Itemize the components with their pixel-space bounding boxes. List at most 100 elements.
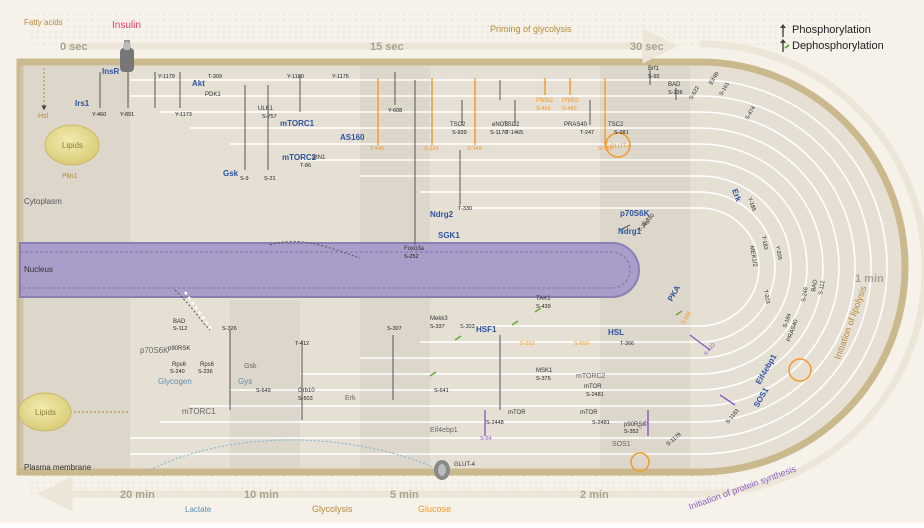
mtorc2-top-label: mTORC2 xyxy=(282,153,317,162)
phospho-arrow-icon xyxy=(778,23,788,37)
site-s1179: S-1179 xyxy=(665,432,682,448)
site-t366: T-366 xyxy=(620,341,634,347)
hsf1-label: HSF1 xyxy=(476,325,497,334)
site-s236: S-236 xyxy=(198,369,213,375)
site-s649: S-649 xyxy=(256,388,271,394)
site-t412: T-412 xyxy=(295,341,309,347)
tak1-label: TAK1 xyxy=(536,296,551,302)
site-y185: Y-185 xyxy=(746,197,756,212)
pdk1-label: PDK1 xyxy=(205,92,221,98)
rps6-b-label: Rps6 xyxy=(200,362,215,368)
pfkfb2-b-label: Pfkfb2 xyxy=(562,98,580,104)
glucose-label: Glucose xyxy=(418,504,451,514)
site-s1176: S-1176 xyxy=(490,130,507,136)
tsc2-b-label: TSC2 xyxy=(504,122,520,128)
lipid-droplet-top xyxy=(44,124,100,166)
label-cytoplasm: Cytoplasm xyxy=(24,197,62,206)
pka-label: PKA xyxy=(666,284,682,303)
sos1-right-label: SOS1 xyxy=(752,386,771,409)
legend-dephosphorylation: Dephosphorylation xyxy=(792,40,884,52)
site-s522: S-522 xyxy=(689,85,702,101)
site-s2481a: S-2481 xyxy=(586,392,604,398)
gsk-low-label: Gsk xyxy=(244,363,257,370)
p70s6k-low-label: p70S6K xyxy=(140,346,169,355)
site-s641: S-641 xyxy=(434,388,449,394)
site-y1175: Y-1175 xyxy=(332,74,349,80)
mtor-b-label: mTOR xyxy=(508,410,526,416)
mtorc2-low-label: mTORC2 xyxy=(576,373,606,380)
plin1-label: Plin1 xyxy=(62,173,78,180)
time-1min: 1 min xyxy=(855,273,884,285)
phase-glycolysis: Glycolysis xyxy=(312,504,353,514)
eif4ebp1-low-label: Eif4ebp1 xyxy=(430,427,458,434)
phase-priming-glycolysis: Priming of glycolysis xyxy=(490,24,572,34)
erk-right-label: Erk xyxy=(730,188,743,204)
site-t449: T-449 xyxy=(370,146,384,152)
glut4-membrane-label: GLUT-4 xyxy=(454,462,476,468)
insr-label: InsR xyxy=(102,67,120,76)
hsl-label: HSL xyxy=(608,328,624,337)
p90rsk-low-label: p90RSK xyxy=(168,346,190,352)
rps6-a-label: Rps6 xyxy=(172,362,187,368)
site-y460: Y-460 xyxy=(92,112,106,118)
lipid-droplet-bottom xyxy=(18,392,72,432)
site-s2448: S-2448 xyxy=(486,420,504,426)
site-s112: S-112 xyxy=(173,326,187,332)
time-30sec: 30 sec xyxy=(630,41,664,53)
site-s2481b: S-2481 xyxy=(592,420,610,426)
site-s184: S-184 xyxy=(782,313,793,329)
site-s348: S-348 xyxy=(467,146,482,152)
site-s565: S-565 xyxy=(681,310,694,326)
site-s324: S-324 xyxy=(424,146,439,152)
brf1-label: Brf1 xyxy=(648,66,660,72)
time-15sec: 15 sec xyxy=(370,41,404,53)
site-s337: S-337 xyxy=(430,324,445,330)
ulk1-label: ULK1 xyxy=(258,106,274,112)
site-s757: S-757 xyxy=(262,114,277,120)
site-s21: S-21 xyxy=(264,176,276,182)
site-s439: S-439 xyxy=(536,304,551,310)
foxo3a-label: Foxo3a xyxy=(404,246,425,252)
glut4-top-label: GLUT-4 xyxy=(610,144,632,150)
as160-label: AS160 xyxy=(340,133,365,142)
erk-low-label: Erk xyxy=(345,395,356,402)
time-0sec: 0 sec xyxy=(60,41,88,53)
site-s92: S-92 xyxy=(648,74,660,80)
tsc2-c-label: TSC2 xyxy=(608,122,624,128)
ndrg2-label: Ndrg2 xyxy=(430,210,454,219)
site-s659: S-659 xyxy=(574,341,589,347)
site-s939: S-939 xyxy=(452,130,467,136)
site-t309: T-309 xyxy=(208,74,222,80)
msk1-label: MSK1 xyxy=(536,368,553,374)
site-y608: Y-608 xyxy=(388,108,402,114)
irs1-label: Irs1 xyxy=(75,99,90,108)
sgk1-label: SGK1 xyxy=(438,231,460,240)
site-s136: S-136 xyxy=(668,90,683,96)
mtorc1-top-label: mTORC1 xyxy=(280,119,315,128)
mekk3-label: Mekk3 xyxy=(430,316,448,322)
site-s161: S-161 xyxy=(719,81,732,97)
site-y1173: Y-1173 xyxy=(175,112,192,118)
pfkfb2-a-label: Pfkfb2 xyxy=(536,98,554,104)
site-s503: S-503 xyxy=(298,396,313,402)
hsl-input-label: Hsl xyxy=(38,113,49,120)
time-10min: 10 min xyxy=(244,489,279,501)
p90rsk-right-label: p90RSK xyxy=(624,422,646,428)
nucleus-shape xyxy=(19,242,640,298)
label-plasma-membrane: Plasma membrane xyxy=(24,463,92,472)
eif4b-label: Eif4b xyxy=(709,71,721,86)
glycogen-label: Glycogen xyxy=(158,377,192,386)
site-s552: S-552 xyxy=(520,341,535,347)
site-s981: S-981 xyxy=(614,130,629,136)
bad-top-label: BAD xyxy=(668,82,681,88)
site-s9: S-9 xyxy=(240,176,249,182)
mtor-a-label: mTOR xyxy=(584,384,602,390)
site-s474: S-474 xyxy=(745,105,758,121)
tsc2-a-label: TSC2 xyxy=(450,122,466,128)
phase-protein-synthesis: Initiation of protein synthesis xyxy=(687,463,798,511)
pras40-label: PRAS40 xyxy=(564,122,588,128)
fatty-acids-label: Fatty acids xyxy=(24,18,63,27)
